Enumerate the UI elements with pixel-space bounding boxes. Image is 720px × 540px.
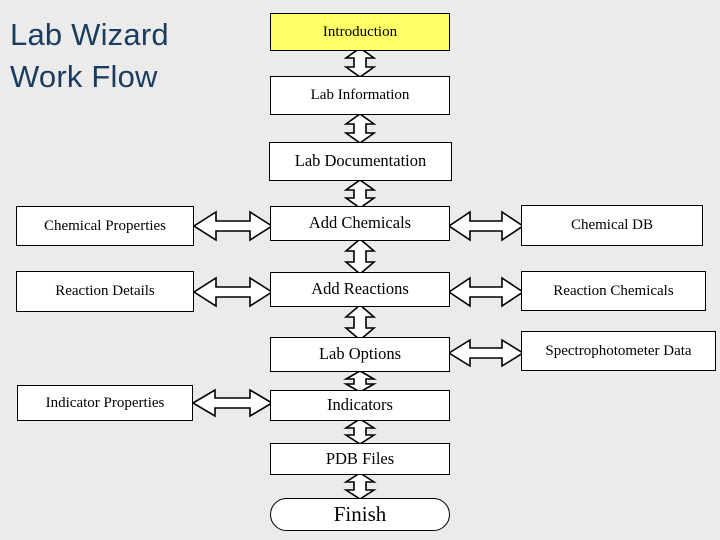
node-chemical-db[interactable]: Chemical DB [521,205,703,246]
connector-add-chemicals-chemical-db [447,210,525,242]
connector-indicator-properties-indicators [191,388,274,418]
connector-chemical-properties-add-chemicals [192,210,274,242]
node-add-reactions[interactable]: Add Reactions [270,272,450,307]
node-pdb-files[interactable]: PDB Files [270,443,450,475]
connector-add-reactions-reaction-chemicals [447,276,525,308]
connector-indicators-pdb-files [343,418,377,445]
node-reaction-chemicals[interactable]: Reaction Chemicals [521,271,706,311]
node-finish[interactable]: Finish [270,498,450,531]
page-title: Lab Wizard Work Flow [10,17,169,94]
connector-pdb-files-finish [343,472,377,500]
connector-introduction-lab-information [343,47,377,78]
node-introduction[interactable]: Introduction [270,13,450,51]
node-lab-information[interactable]: Lab Information [270,76,450,115]
connector-add-reactions-lab-options [343,303,377,342]
connector-reaction-details-add-reactions [192,276,274,308]
node-indicators[interactable]: Indicators [270,390,450,421]
connector-lab-options-spectrophotometer-data [447,338,525,368]
node-chemical-properties[interactable]: Chemical Properties [16,206,194,246]
node-add-chemicals[interactable]: Add Chemicals [270,206,450,241]
connector-lab-options-indicators [342,370,378,393]
node-lab-documentation[interactable]: Lab Documentation [269,142,452,181]
node-reaction-details[interactable]: Reaction Details [16,271,194,312]
connector-lab-documentation-add-chemicals [343,179,377,209]
node-lab-options[interactable]: Lab Options [270,337,450,372]
connector-lab-information-lab-documentation [343,113,377,144]
node-spectrophotometer-data[interactable]: Spectrophotometer Data [521,331,716,371]
node-indicator-properties[interactable]: Indicator Properties [17,385,193,421]
connector-add-chemicals-add-reactions [343,237,377,276]
